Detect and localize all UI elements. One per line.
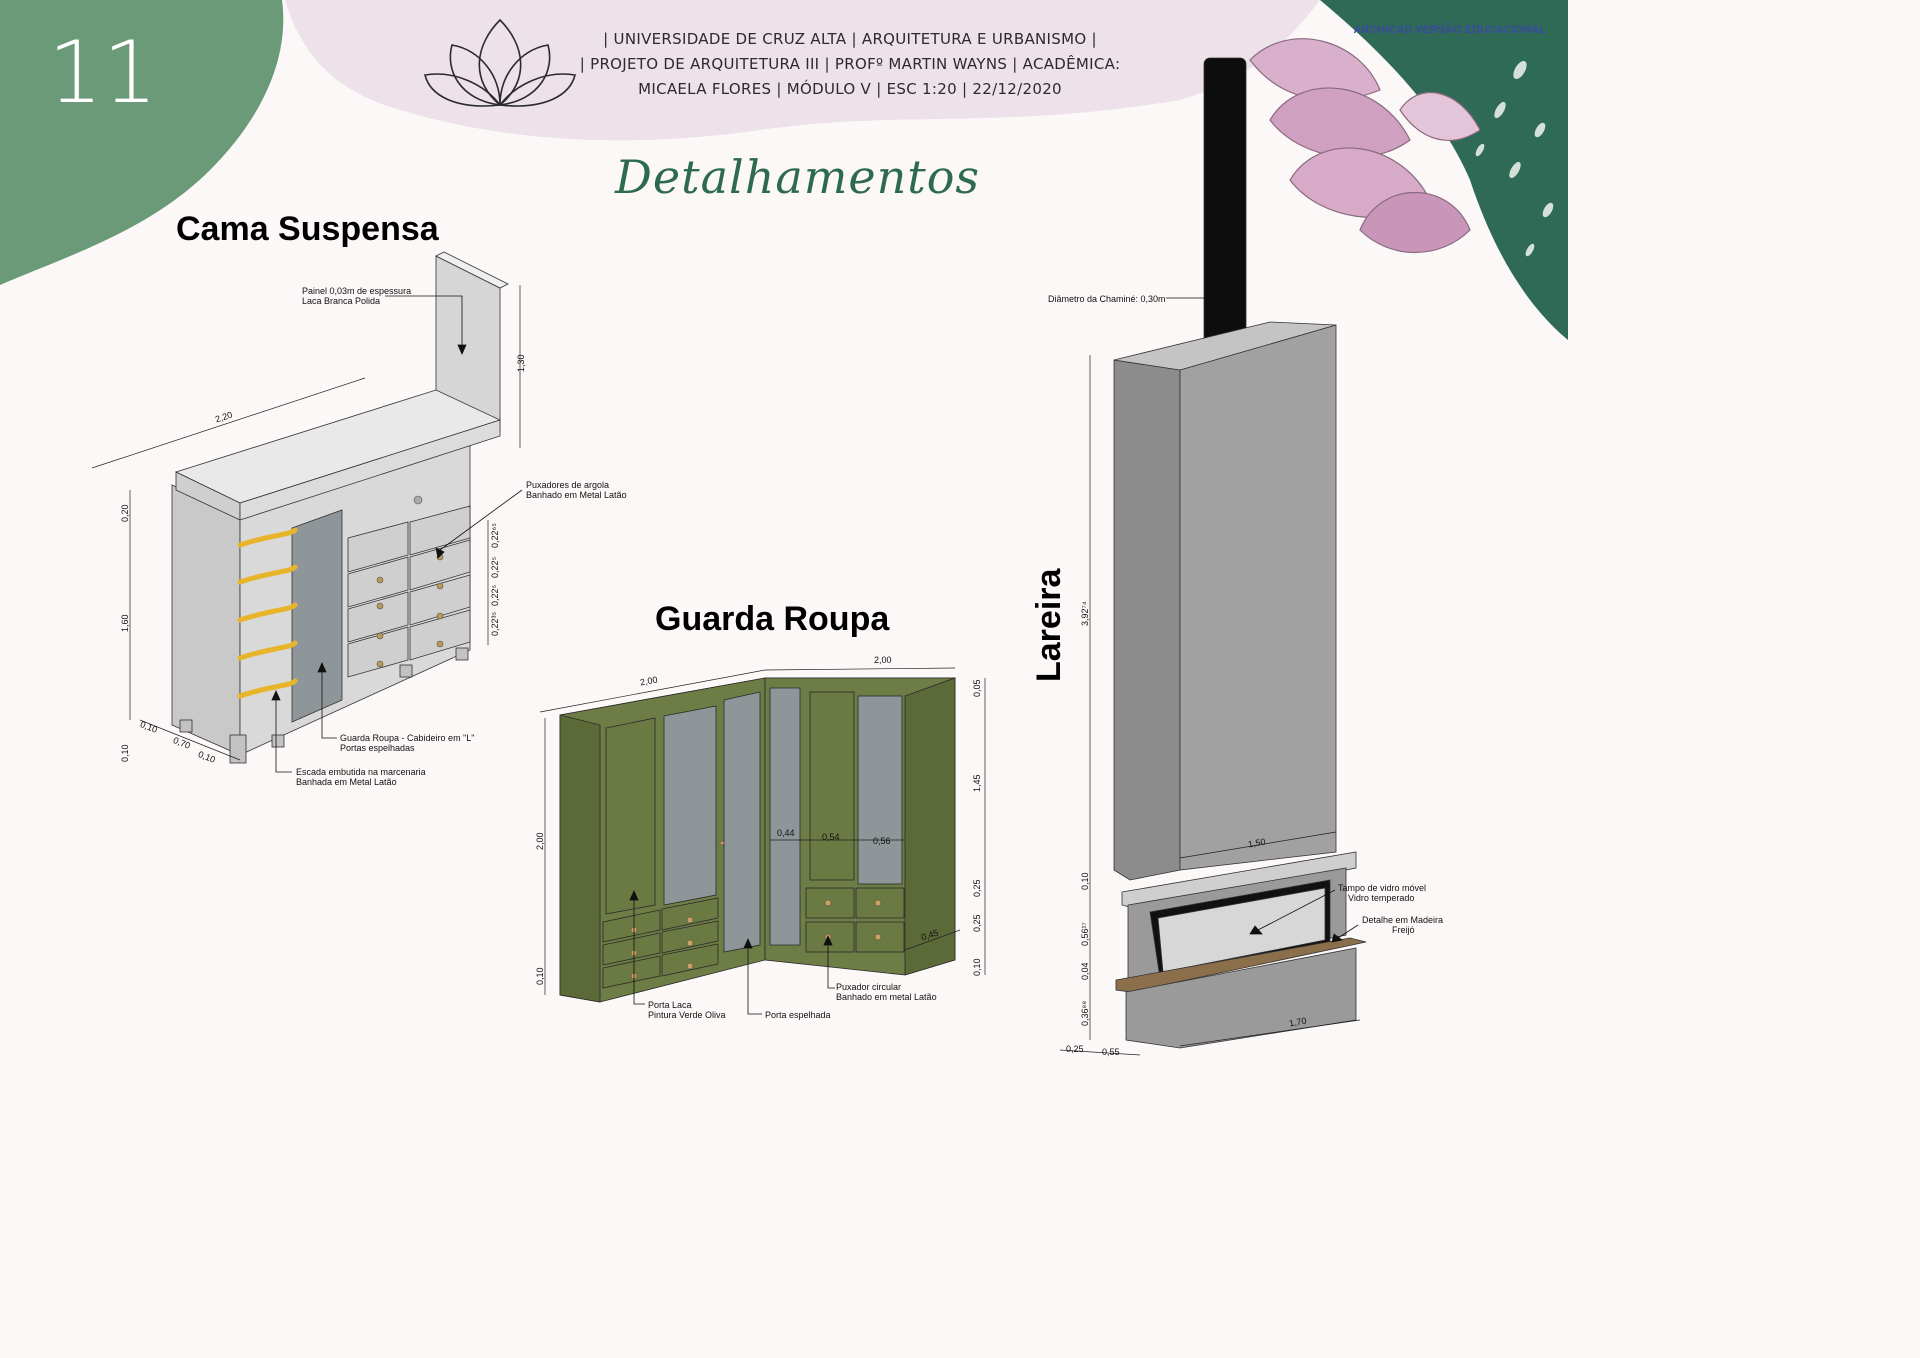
wardrobe-dim-c2: 0,54 [822,832,840,842]
drawer-knobs [376,495,444,668]
header-line-1: | UNIVERSIDADE DE CRUZ ALTA | ARQUITETUR… [603,30,1097,48]
fireplace-dim-height: 3,92⁷⁴ [1080,601,1090,626]
header-line-2: | PROJETO DE ARQUITETURA III | PROFº MAR… [579,55,1121,73]
bed-note-panel-2: Laca Branca Polida [302,296,381,306]
bed-note-ladder-2: Banhada em Metal Latão [296,777,397,787]
bed-title: Cama Suspensa [176,210,439,248]
watermark-text: ARCHICAD VERSÃO EDUCACIONAL [1353,24,1546,36]
fireplace-dim-d2: 0,55 [1102,1047,1120,1057]
bed-drawing [91,251,523,773]
header-line-3: MICAELA FLORES | MÓDULO V | ESC 1:20 | 2… [638,80,1062,98]
wardrobe-dim-c3: 0,56 [873,836,891,846]
fireplace-dim-h3: 0,04 [1080,962,1090,980]
fireplace-note-chimney: Diâmetro da Chaminé: 0,30m [1048,294,1166,304]
fireplace-note-wood-2: Freijó [1392,925,1415,935]
bed-note-handles-1: Puxadores de argola [526,480,610,490]
fireplace-note-glass-1: Tampo de vidro móvel [1338,883,1427,893]
fireplace-drawing [1059,57,1367,1056]
wardrobe-note-knob-1: Puxador circular [836,982,902,992]
fireplace-note-glass-2: Vidro temperado [1348,893,1415,903]
header-pink-band [285,0,1320,141]
wardrobe-dim-c1: 0,44 [777,828,795,838]
wardrobe-note-knob-2: Banhado em metal Latão [836,992,937,1002]
dark-green-leaf [1320,0,1568,340]
wardrobe-dim-right: 2,00 [874,655,892,665]
bed-note-handles-2: Banhado em Metal Latão [526,490,627,500]
lotus-logo-icon [424,18,576,107]
fireplace-dim-h2: 0,56¹⁷ [1080,922,1090,946]
bed-note-ladder-1: Escada embutida na marcenaria [296,767,426,777]
fireplace-note-wood-1: Detalhe em Madeira [1362,915,1444,925]
wardrobe-note-door-1: Porta Laca [648,1000,692,1010]
section-title: Detalhamentos [615,150,981,204]
background-decor [0,0,1568,340]
bed-note-panel-1: Painel 0,03m de espessura [302,286,412,296]
wardrobe-title: Guarda Roupa [655,600,890,638]
brass-ladder [237,527,298,699]
fireplace-dim-h4: 0,36⁸⁸ [1080,1000,1090,1026]
fireplace-dim-h1: 0,10 [1080,872,1090,890]
green-corner-blob [0,0,284,285]
wardrobe-drawing [539,667,986,1015]
page-number: 11 [48,23,158,123]
detail-sheet: 11 | UNIVERSIDADE DE CRUZ ALTA | ARQUITE… [0,0,1568,1057]
wardrobe-note-mirror: Porta espelhada [765,1010,831,1020]
bed-note-wardrobe-1: Guarda Roupa - Cabideiro em "L" [340,733,475,743]
wardrobe-note-door-2: Pintura Verde Oliva [648,1010,726,1020]
lotus-illustration [1249,38,1481,254]
bed-note-wardrobe-2: Portas espelhadas [340,743,415,753]
fireplace-dim-d1: 0,25 [1066,1044,1084,1054]
